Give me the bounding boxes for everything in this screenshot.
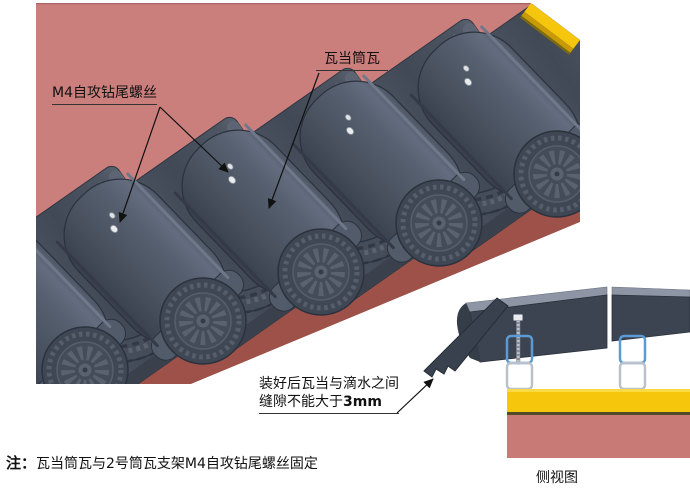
footnote: 注：瓦当筒瓦与2号筒瓦支架M4自攻钻尾螺丝固定 xyxy=(6,452,318,473)
gap-note-line2: 缝隙不能大于 xyxy=(259,394,343,410)
gap-note: 装好后瓦当与滴水之间 缝隙不能大于3mm xyxy=(259,375,399,414)
sideview-beam xyxy=(507,389,690,412)
eave-tile-label: 瓦当筒瓦 xyxy=(316,50,388,71)
leader-screw-right xyxy=(159,106,229,173)
footnote-text: 瓦当筒瓦与2号筒瓦支架M4自攻钻尾螺丝固定 xyxy=(36,456,318,472)
side-view-inset xyxy=(423,286,690,458)
leader-screw-left xyxy=(118,106,161,223)
side-view-caption: 侧视图 xyxy=(536,469,578,489)
annotation-leaders xyxy=(118,72,434,414)
screw-label: M4自攻钻尾螺丝 xyxy=(52,84,157,105)
gap-note-value: 3mm xyxy=(343,394,382,410)
bracket-blue-right xyxy=(618,334,647,365)
sideview-wall xyxy=(507,415,690,458)
screw-label-text: M4自攻钻尾螺丝 xyxy=(52,85,157,101)
ridge-beam xyxy=(520,3,580,55)
sideview-next-tile-top xyxy=(611,286,690,298)
gap-note-line1: 装好后瓦当与滴水之间 xyxy=(259,376,399,392)
bracket-gray-right xyxy=(618,361,647,391)
footnote-marker: 注： xyxy=(6,454,37,472)
sideview-next-tile-body xyxy=(611,294,690,342)
sideview-beam-shadow xyxy=(507,412,690,415)
bracket-gray-left xyxy=(505,361,534,391)
leader-eave-tile xyxy=(267,72,320,209)
main-roof-view xyxy=(36,3,580,384)
sideview-screw xyxy=(513,314,523,365)
eave-tile-label-text: 瓦当筒瓦 xyxy=(324,51,380,67)
sideview-drip-board xyxy=(423,297,509,378)
leader-gap-note xyxy=(396,378,434,414)
sideview-beam-highlight xyxy=(507,389,690,392)
side-view-caption-text: 侧视图 xyxy=(536,470,578,486)
